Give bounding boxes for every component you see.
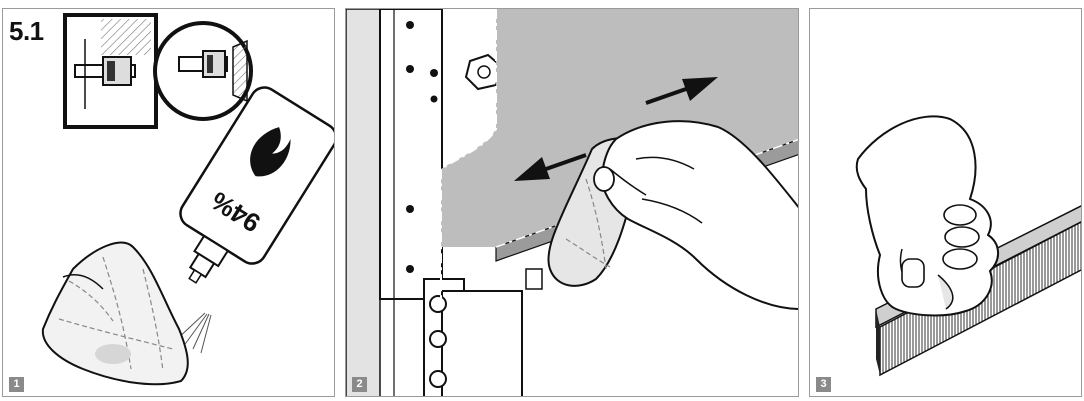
step-badge-2: 2 [352, 377, 367, 392]
step-panel-2: 2 [345, 8, 799, 397]
cleaning-cloth [43, 243, 188, 385]
cleaning-bottle: 94% [152, 82, 335, 306]
detail-inset-square [65, 15, 156, 127]
step-1-illustration: 94% [3, 9, 335, 397]
section-number: 5.1 [9, 16, 44, 47]
step-badge-1: 1 [9, 377, 24, 392]
detail-inset-circle [155, 23, 251, 119]
step-panel-1: 94% 5.1 1 [2, 8, 335, 397]
step-2-illustration [346, 9, 799, 397]
step-3-illustration [810, 9, 1082, 397]
hand-wiping [857, 116, 998, 315]
step-panel-3: 3 [809, 8, 1082, 397]
step-badge-3: 3 [816, 377, 831, 392]
